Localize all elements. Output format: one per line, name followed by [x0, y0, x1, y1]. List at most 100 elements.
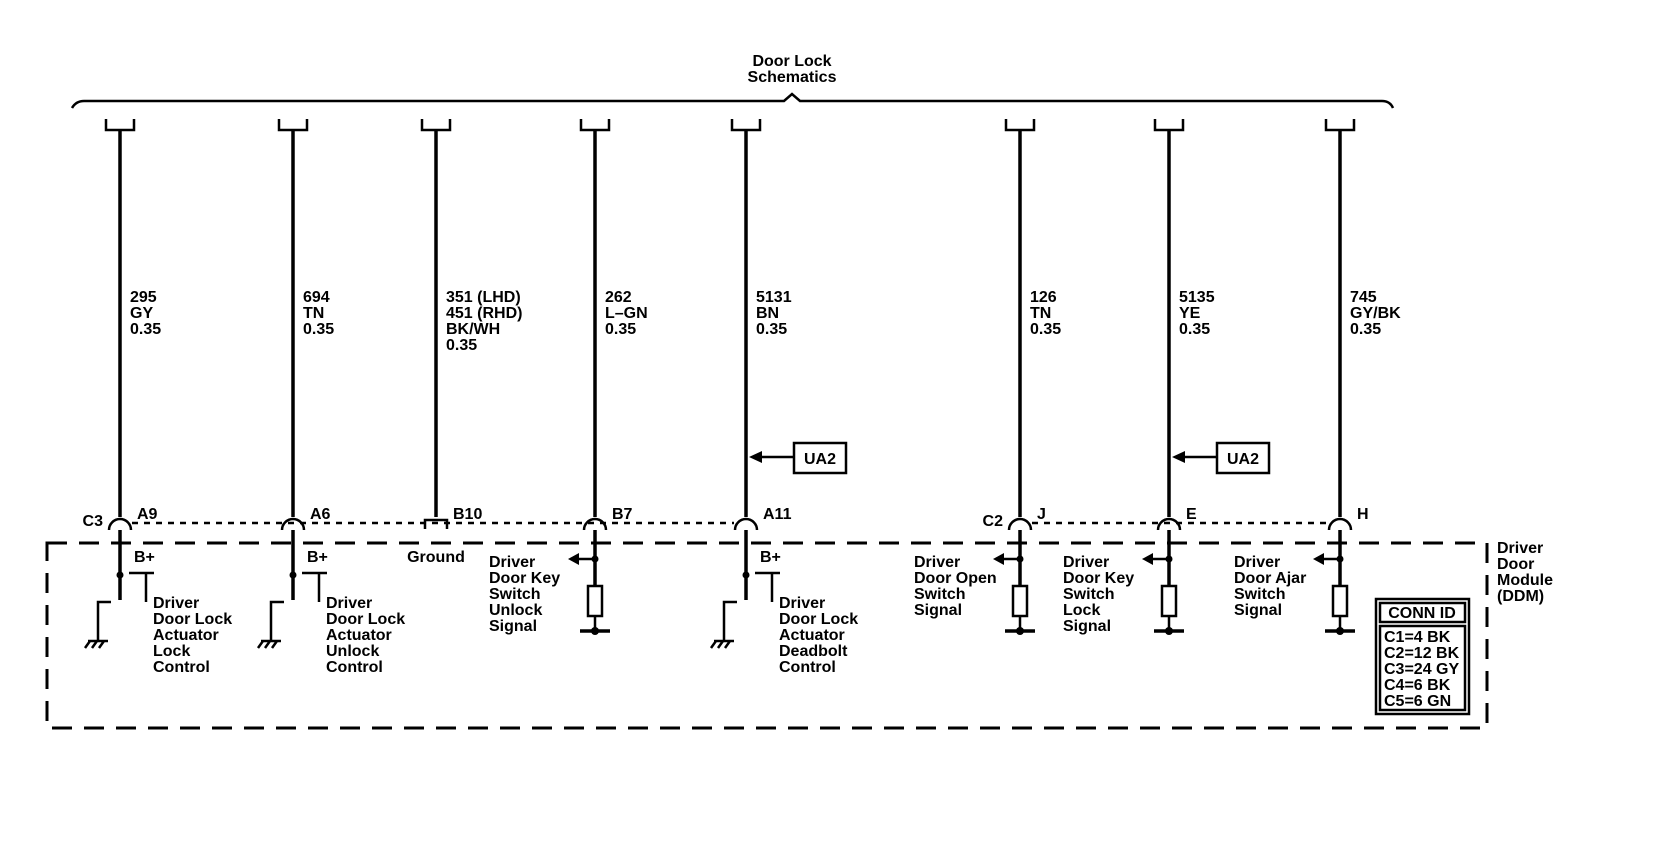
wire-label-line: 262: [605, 289, 632, 306]
node-dot: [1165, 627, 1173, 635]
circuit-label-line: Driver: [914, 554, 960, 571]
wire-label-line: BN: [756, 305, 779, 322]
conn-id-row: C2=12 BK: [1384, 645, 1460, 662]
node-dot: [1336, 627, 1344, 635]
wire-label-line: GY/BK: [1350, 305, 1401, 322]
signal-arrow-icon: [1313, 553, 1324, 565]
pin-label: A6: [310, 506, 331, 523]
wire-label-line: 126: [1030, 289, 1057, 306]
ref-label: UA2: [804, 451, 836, 468]
node-dot: [1336, 555, 1344, 563]
conn-id-rows-box: [1378, 624, 1467, 712]
wire-label-line: 694: [303, 289, 330, 306]
title-line: Schematics: [748, 69, 837, 86]
conn-id-header-box: [1378, 601, 1467, 624]
wire-label-line: 0.35: [1350, 321, 1381, 338]
ref-arrow-head: [1172, 451, 1185, 463]
module-boundary: [45, 541, 1489, 730]
ground-icon: [709, 639, 734, 649]
circuit-label-line: Switch: [489, 586, 541, 603]
wire-top-terminal: [277, 119, 309, 132]
circuit-label-line: Switch: [914, 586, 966, 603]
circuit-label-line: Signal: [914, 602, 962, 619]
circuit-label-line: Actuator: [779, 627, 845, 644]
circuit-label-line: Driver: [779, 595, 825, 612]
wire-label-line: YE: [1179, 305, 1201, 322]
circuit-label-line: Control: [153, 659, 210, 676]
wire-top-terminal: [1004, 119, 1036, 132]
connector-terminal: [280, 517, 306, 531]
schematics-brace: [70, 92, 1395, 109]
node-dot: [1165, 555, 1173, 563]
circuit-label-line: Control: [779, 659, 836, 676]
wire-label-line: GY: [130, 305, 153, 322]
bplus-label: B+: [134, 549, 155, 566]
circuit-label-line: Unlock: [489, 602, 542, 619]
conn-id-row: C3=24 GY: [1384, 661, 1459, 678]
circuit-label-line: Door Ajar: [1234, 570, 1306, 587]
pin-label: E: [1186, 506, 1197, 523]
ground-icon: [256, 639, 281, 649]
wire-label-line: 451 (RHD): [446, 305, 522, 322]
pin-label: A11: [763, 506, 792, 523]
connector-terminal: [582, 517, 608, 531]
node-dot: [289, 571, 297, 579]
connector-terminal: [1156, 517, 1182, 531]
wire-label-line: 295: [130, 289, 157, 306]
circuit-label-line: Unlock: [326, 643, 379, 660]
circuit-label-line: Actuator: [326, 627, 392, 644]
wire-top-terminal: [579, 119, 611, 132]
ground-lead: [722, 600, 737, 640]
conn-id-box: [1374, 597, 1471, 716]
conn-id-row: C5=6 GN: [1384, 693, 1451, 710]
circuit-label-line: Switch: [1063, 586, 1115, 603]
pin-label: J: [1037, 506, 1046, 523]
node-dot: [742, 571, 750, 579]
connector-label: C3: [83, 513, 104, 530]
wire-label-line: TN: [303, 305, 324, 322]
ref-label: UA2: [1227, 451, 1259, 468]
circuit-label-line: Door Key: [489, 570, 560, 587]
pin-label: H: [1357, 506, 1369, 523]
wire-label-line: 5131: [756, 289, 792, 306]
module-label-line: Driver: [1497, 540, 1543, 557]
node-dot: [1016, 555, 1024, 563]
wire-label-line: 745: [1350, 289, 1377, 306]
node-dot: [591, 555, 599, 563]
connector-terminal: [107, 517, 133, 531]
circuit-label-line: Driver: [489, 554, 535, 571]
brace-line: [70, 92, 1395, 109]
signal-arrow-icon: [568, 553, 579, 565]
conn-id-row: C1=4 BK: [1384, 629, 1451, 646]
circuit-label-line: Lock: [1063, 602, 1100, 619]
connector-terminal: [1007, 517, 1033, 531]
circuit-label-line: Door Key: [1063, 570, 1134, 587]
pin-label: B7: [612, 506, 633, 523]
bplus-label: B+: [760, 549, 781, 566]
wire-label-line: 0.35: [1179, 321, 1210, 338]
connector-terminal: [423, 518, 449, 529]
circuit-label-line: Driver: [1063, 554, 1109, 571]
wire-top-terminal: [104, 119, 136, 132]
circuit-label-line: Driver: [326, 595, 372, 612]
wire-top-terminal: [1153, 119, 1185, 132]
resistor-icon: [1331, 584, 1349, 618]
node-dot: [591, 627, 599, 635]
wire-label-line: 0.35: [1030, 321, 1061, 338]
ref-arrow-head: [749, 451, 762, 463]
